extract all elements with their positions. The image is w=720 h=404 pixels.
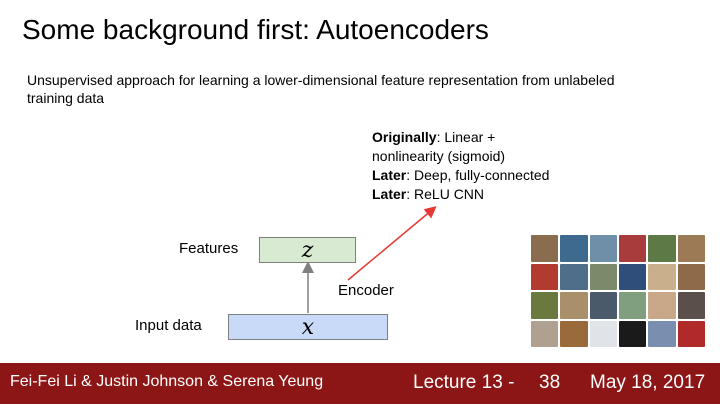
training-image-thumbnail <box>560 292 588 319</box>
training-image-thumbnail <box>677 292 705 319</box>
training-image-thumbnail <box>677 320 705 347</box>
training-image-thumbnail <box>531 292 559 319</box>
training-image-thumbnail <box>648 235 676 262</box>
training-image-thumbnail <box>677 235 705 262</box>
training-image-thumbnail <box>589 292 617 319</box>
footer-date: May 18, 2017 <box>590 372 706 393</box>
note-line: nonlinearity (sigmoid) <box>372 148 506 164</box>
training-image-thumbnail <box>619 235 647 262</box>
slide-subtitle: Unsupervised approach for learning a low… <box>27 72 615 106</box>
input-data-label: Input data <box>135 317 202 334</box>
training-image-thumbnail <box>619 263 647 290</box>
training-image-thumbnail <box>648 320 676 347</box>
training-image-thumbnail <box>589 320 617 347</box>
note-line: Later: Deep, fully-connected <box>372 167 550 183</box>
training-image-thumbnail <box>560 263 588 290</box>
training-image-thumbnail <box>677 263 705 290</box>
features-z-box: z <box>259 237 356 263</box>
footer-bar: Fei-Fei Li & Justin Johnson & Serena Yeu… <box>0 363 720 404</box>
note-line: Originally: Linear + <box>372 129 496 145</box>
training-image-thumbnail <box>648 292 676 319</box>
training-image-thumbnail <box>560 235 588 262</box>
training-image-thumbnail <box>619 320 647 347</box>
training-image-thumbnail <box>531 235 559 262</box>
encoder-notes: Originally: Linear + nonlinearity (sigmo… <box>372 128 549 204</box>
training-image-thumbnail <box>560 320 588 347</box>
footer-lecture: Lecture 13 - <box>413 372 515 393</box>
note-line: Later: ReLU CNN <box>372 186 485 202</box>
training-image-thumbnail <box>531 320 559 347</box>
footer-authors: Fei-Fei Li & Justin Johnson & Serena Yeu… <box>10 373 324 390</box>
footer-page-number: 38 <box>539 372 561 393</box>
slide-title: Some background first: Autoencoders <box>22 14 489 45</box>
encoder-arrow <box>347 206 437 281</box>
training-image-thumbnail <box>648 263 676 290</box>
training-image-thumbnail <box>589 235 617 262</box>
encoder-label: Encoder <box>338 282 394 299</box>
training-image-thumbnail <box>589 263 617 290</box>
training-image-thumbnail <box>531 263 559 290</box>
training-images-grid <box>531 235 705 347</box>
training-image-thumbnail <box>619 292 647 319</box>
input-x-box: x <box>228 314 388 340</box>
features-label: Features <box>179 240 239 257</box>
